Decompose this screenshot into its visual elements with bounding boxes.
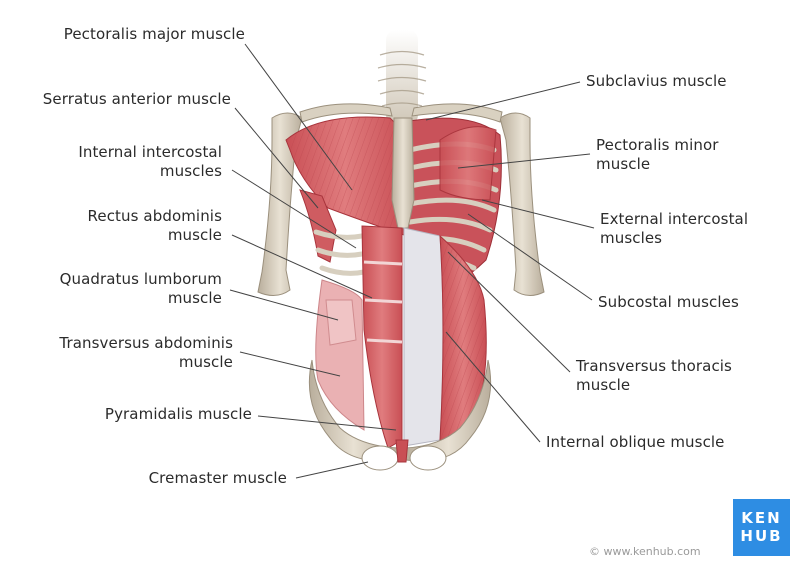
leader-lines [229, 43, 595, 479]
label-transversus-thoracis: Transversus thoracis muscle [576, 357, 732, 394]
label-external-intercostal: External intercostal muscles [600, 210, 749, 247]
label-rectus-abdominis: Rectus abdominis muscle [87, 207, 222, 244]
label-pyramidalis: Pyramidalis muscle [104, 405, 252, 423]
label-subcostal: Subcostal muscles [598, 293, 739, 311]
sternum [391, 117, 415, 229]
serratus-anterior [299, 189, 337, 263]
label-serratus-anterior: Serratus anterior muscle [42, 90, 231, 108]
label-quadratus-lumborum: Quadratus lumborum muscle [59, 270, 222, 307]
pyramidalis [395, 439, 409, 463]
label-cremaster: Cremaster muscle [148, 469, 287, 487]
rectus-abdominis [361, 225, 403, 449]
lower-ribs-left [313, 229, 367, 276]
label-pectoralis-major: Pectoralis major muscle [63, 25, 245, 43]
kenhub-logo[interactable]: KEN HUB [733, 499, 790, 556]
rectus-sheath [403, 227, 444, 447]
label-internal-oblique: Internal oblique muscle [546, 433, 725, 451]
label-pectoralis-minor: Pectoralis minor muscle [596, 136, 719, 173]
clavicles [299, 103, 503, 123]
copyright-text: © www.kenhub.com [589, 545, 701, 558]
pelvis [308, 359, 492, 471]
cervical-spine [377, 30, 427, 125]
label-internal-intercostal: Internal intercostal muscles [78, 143, 222, 180]
label-subclavius: Subclavius muscle [586, 72, 727, 90]
pectoralis-minor [439, 126, 497, 201]
humerus-bones [257, 112, 545, 296]
label-transversus-abdominis: Transversus abdominis muscle [59, 334, 233, 371]
quadratus-lumborum [325, 299, 357, 346]
